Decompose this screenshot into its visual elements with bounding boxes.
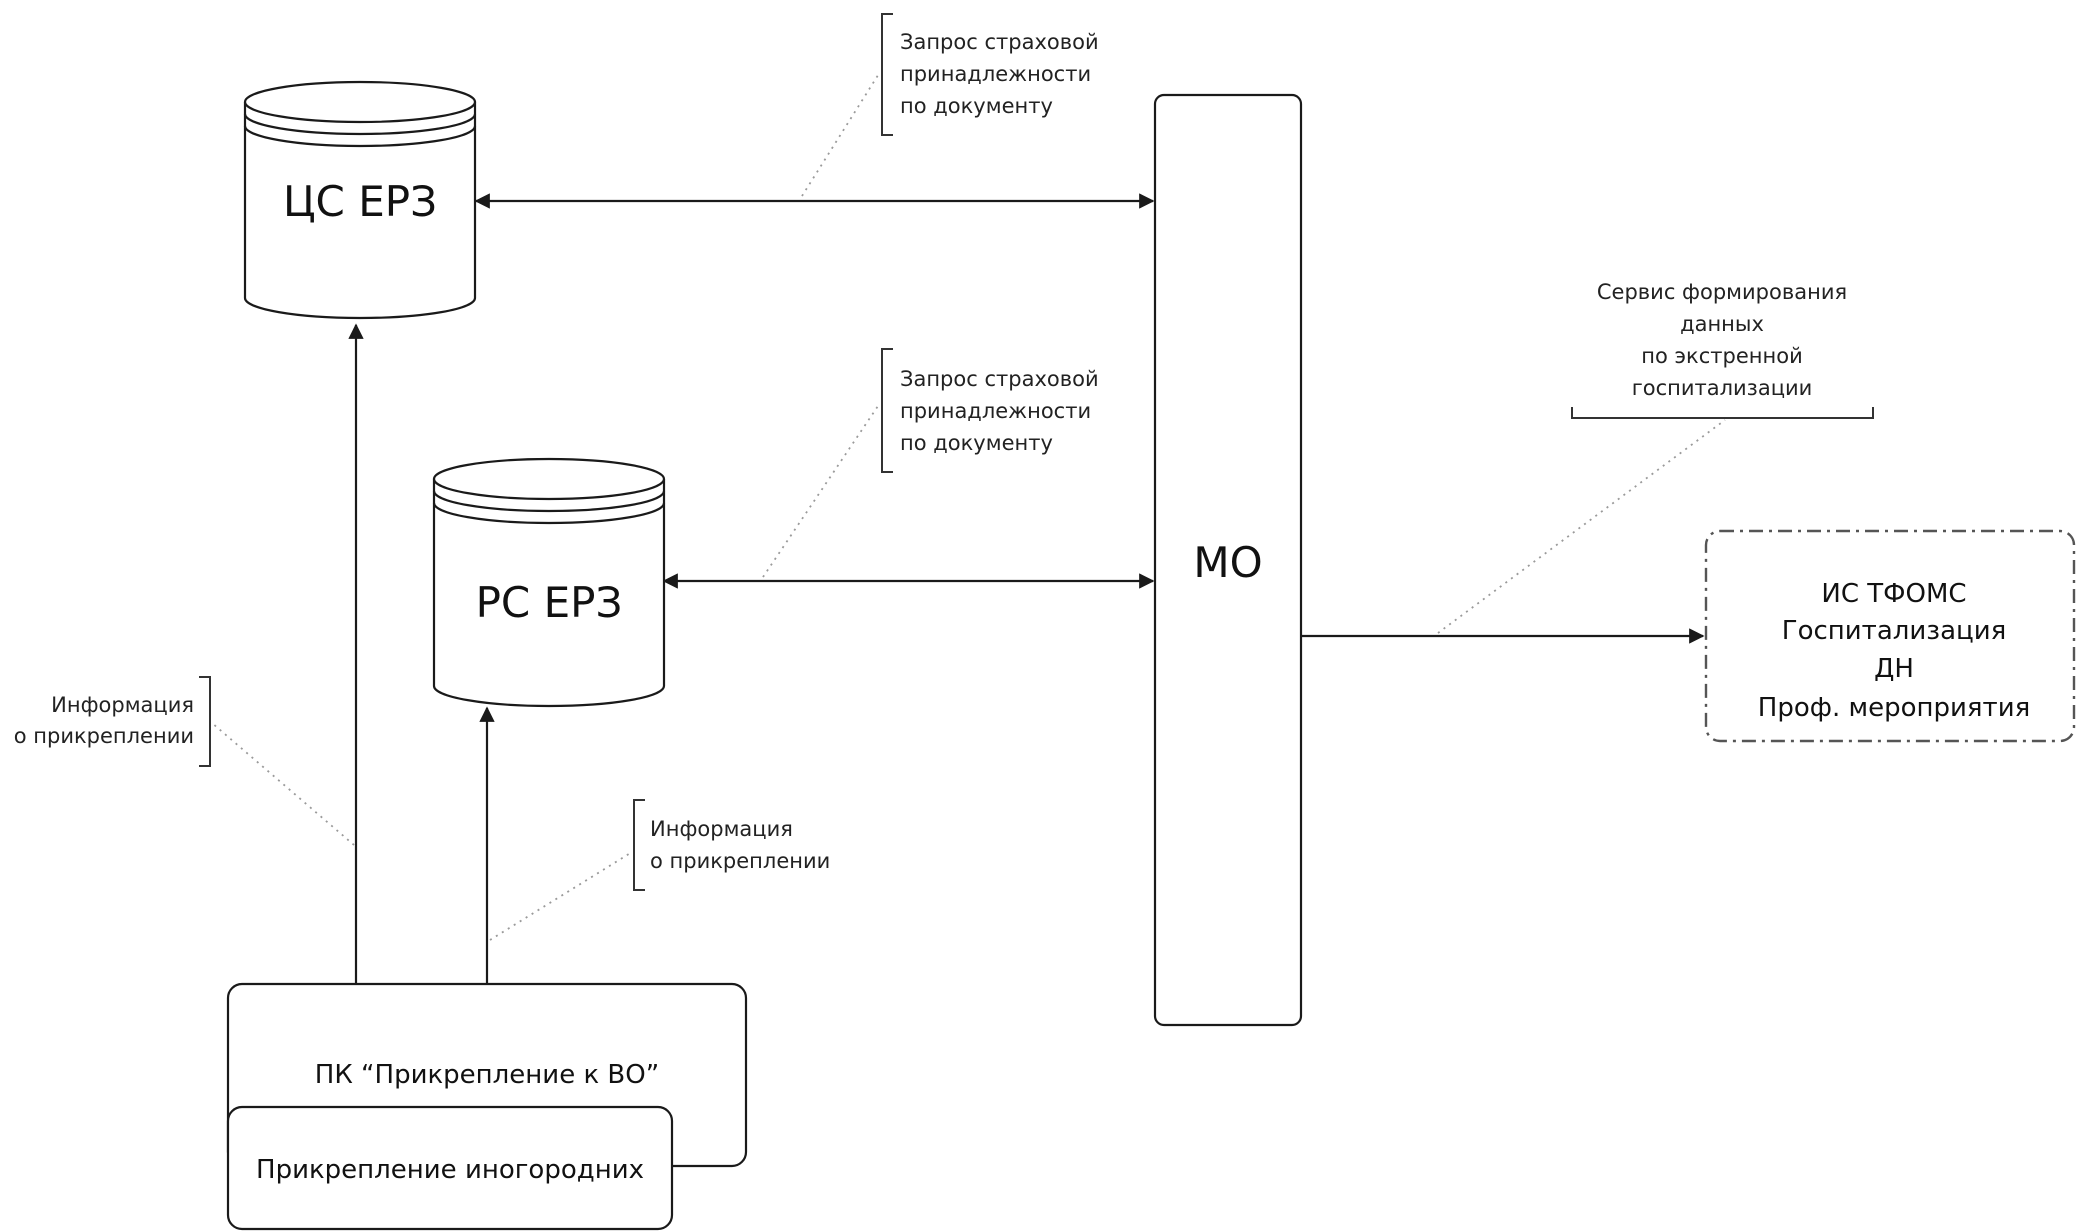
leader-request-cs bbox=[801, 71, 881, 197]
is-tfoms-line-1: ИС ТФОМС bbox=[1821, 579, 1966, 609]
emergency-line-4: госпитализации bbox=[1632, 376, 1813, 400]
annotation-request-cs: Запрос страховой принадлежности по докум… bbox=[881, 13, 1099, 136]
emergency-line-1: Сервис формирования bbox=[1597, 280, 1847, 304]
cs-erz-database[interactable]: ЦС ЕРЗ bbox=[243, 80, 477, 320]
info-rs-line-1: Информация bbox=[650, 817, 793, 841]
rs-erz-database[interactable]: РС ЕРЗ bbox=[432, 457, 666, 708]
info-cs-line-1: Информация bbox=[51, 693, 194, 717]
info-rs-line-2: о прикреплении bbox=[650, 849, 830, 873]
annotation-emergency-service: Сервис формирования данных по экстренной… bbox=[1571, 280, 1874, 419]
leader-request-rs bbox=[762, 402, 881, 578]
annotation-info-cs: Информация о прикреплении bbox=[14, 676, 211, 767]
request-cs-line-3: по документу bbox=[900, 94, 1053, 118]
info-cs-line-2: о прикреплении bbox=[14, 724, 194, 748]
request-cs-line-2: принадлежности bbox=[900, 62, 1091, 86]
mo-block[interactable]: МО bbox=[1153, 93, 1303, 1027]
annotation-info-rs: Информация о прикреплении bbox=[633, 799, 830, 891]
leader-info-cs bbox=[211, 722, 355, 846]
is-tfoms-line-3: ДН bbox=[1874, 654, 1914, 684]
request-cs-line-1: Запрос страховой bbox=[900, 30, 1099, 54]
pk-attach-label: ПК “Прикрепление к ВО” bbox=[315, 1060, 659, 1090]
rs-erz-label: РС ЕРЗ bbox=[476, 578, 623, 627]
emergency-line-3: по экстренной bbox=[1641, 344, 1802, 368]
is-tfoms-block[interactable]: ИС ТФОМС Госпитализация ДН Проф. меропри… bbox=[1704, 529, 2076, 743]
attach-nonresident-block[interactable]: Прикрепление иногородних bbox=[226, 1105, 674, 1231]
leader-info-rs bbox=[489, 851, 633, 941]
request-rs-line-1: Запрос страховой bbox=[900, 367, 1099, 391]
is-tfoms-line-4: Проф. мероприятия bbox=[1758, 693, 2030, 723]
request-rs-line-2: принадлежности bbox=[900, 399, 1091, 423]
mo-label: МО bbox=[1193, 538, 1262, 587]
cs-erz-label: ЦС ЕРЗ bbox=[283, 177, 437, 226]
attach-nonresident-label: Прикрепление иногородних bbox=[256, 1155, 644, 1185]
request-rs-line-3: по документу bbox=[900, 431, 1053, 455]
annotation-request-rs: Запрос страховой принадлежности по докум… bbox=[881, 348, 1099, 473]
leader-emergency bbox=[1437, 419, 1726, 634]
emergency-line-2: данных bbox=[1680, 312, 1764, 336]
is-tfoms-line-2: Госпитализация bbox=[1782, 616, 2007, 646]
